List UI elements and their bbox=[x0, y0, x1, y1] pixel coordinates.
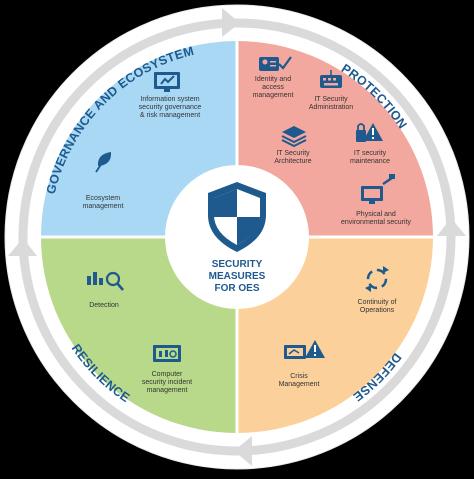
layers-icon bbox=[281, 126, 307, 148]
svg-text:Continuity of: Continuity of bbox=[358, 299, 397, 306]
incident-icon bbox=[153, 345, 181, 362]
svg-text:Information system: Information system bbox=[140, 96, 199, 103]
shield-icon bbox=[208, 182, 266, 252]
svg-text:access: access bbox=[262, 84, 284, 91]
svg-text:Administration: Administration bbox=[309, 104, 353, 111]
svg-text:Operations: Operations bbox=[360, 307, 395, 314]
svg-text:security incident: security incident bbox=[142, 379, 192, 386]
item-is-governance: Information system security governance &… bbox=[139, 72, 202, 119]
svg-text:Identity and: Identity and bbox=[255, 76, 291, 83]
keyboard-icon bbox=[320, 70, 342, 88]
svg-text:maintenance: maintenance bbox=[350, 158, 390, 165]
arrow-right-icon bbox=[437, 218, 466, 236]
svg-text:IT security: IT security bbox=[354, 150, 387, 157]
item-crisis: Crisis Management bbox=[279, 340, 325, 388]
svg-text:management: management bbox=[253, 92, 294, 99]
crisis-icon bbox=[284, 340, 325, 359]
svg-text:security governance: security governance bbox=[139, 104, 202, 111]
svg-text:management: management bbox=[83, 203, 124, 210]
item-it-maintenance: IT security maintenance bbox=[350, 123, 390, 165]
svg-text:environmental security: environmental security bbox=[341, 219, 412, 226]
center-title-line2: MEASURES bbox=[209, 271, 266, 282]
svg-text:Detection: Detection bbox=[89, 302, 119, 309]
arrow-bottom-icon bbox=[234, 436, 252, 466]
cycle-arrows bbox=[8, 8, 466, 466]
svg-text:IT Security: IT Security bbox=[314, 96, 348, 103]
arrow-top-icon bbox=[222, 8, 240, 37]
arrow-left-icon bbox=[8, 238, 37, 256]
id-check-icon bbox=[259, 56, 292, 71]
physical-security-icon bbox=[361, 174, 395, 204]
center-title-line3: FOR OES bbox=[214, 283, 259, 294]
svg-text:Physical and: Physical and bbox=[356, 211, 396, 218]
item-continuity: Continuity of Operations bbox=[358, 266, 397, 314]
detection-icon bbox=[87, 271, 124, 291]
svg-text:Architecture: Architecture bbox=[274, 158, 311, 165]
svg-text:Management: Management bbox=[279, 381, 320, 388]
svg-text:management: management bbox=[147, 387, 188, 394]
svg-text:Ecosystem: Ecosystem bbox=[86, 195, 120, 202]
item-physical: Physical and environmental security bbox=[341, 174, 412, 226]
svg-text:IT Security: IT Security bbox=[276, 150, 310, 157]
alert-lock-icon bbox=[356, 123, 383, 142]
item-it-architecture: IT Security Architecture bbox=[274, 126, 312, 165]
svg-text:Computer: Computer bbox=[152, 371, 183, 378]
item-it-admin: IT Security Administration bbox=[309, 70, 353, 111]
item-identity: Identity and access management bbox=[253, 56, 294, 99]
item-incident: Computer security incident management bbox=[142, 345, 192, 394]
center-badge: SECURITY MEASURES FOR OES bbox=[165, 165, 309, 309]
center-title-line1: SECURITY bbox=[212, 259, 263, 270]
svg-text:& risk management: & risk management bbox=[140, 112, 200, 119]
leaf-icon bbox=[95, 152, 112, 173]
svg-text:Crisis: Crisis bbox=[290, 373, 308, 380]
item-detection: Detection bbox=[87, 271, 124, 309]
continuity-icon bbox=[365, 266, 389, 292]
monitor-settings-icon bbox=[154, 72, 180, 92]
item-ecosystem: Ecosystem management bbox=[83, 152, 124, 210]
